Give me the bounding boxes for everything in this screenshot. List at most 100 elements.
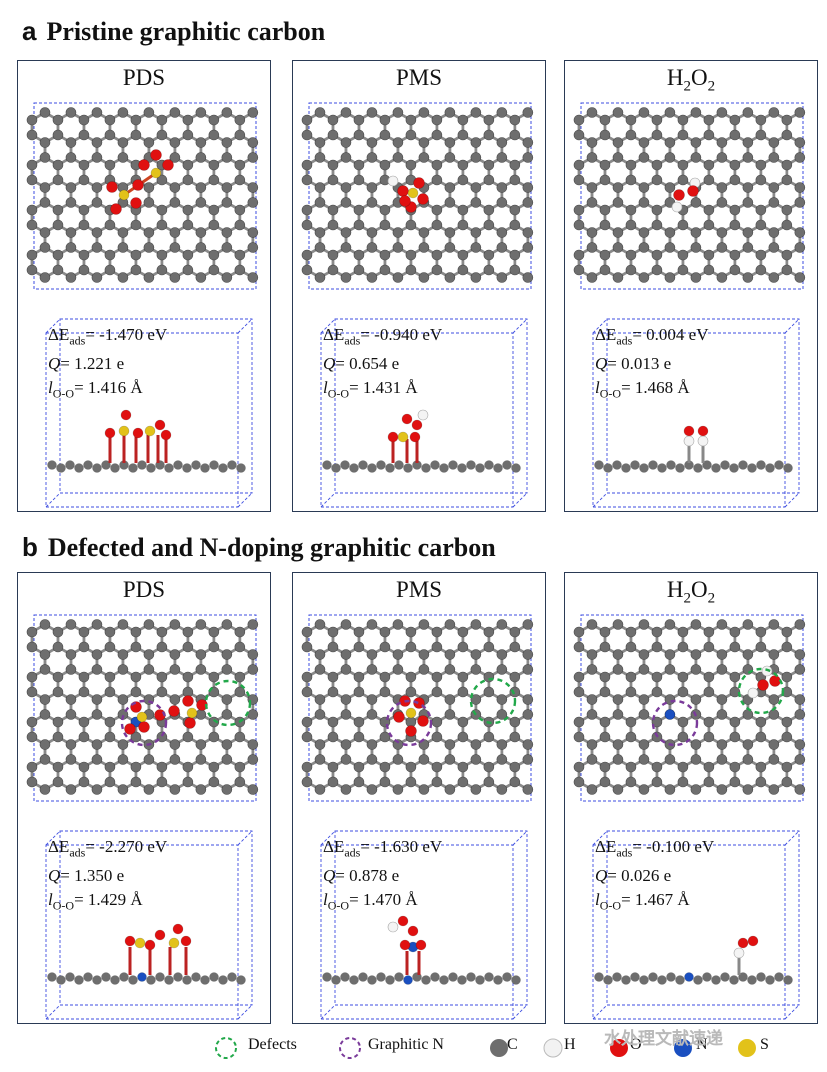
carbon-atom bbox=[234, 114, 246, 126]
carbon-atom bbox=[169, 107, 181, 118]
slab-atom bbox=[394, 972, 404, 982]
carbon-atom bbox=[651, 264, 663, 276]
carbon-atom bbox=[169, 784, 181, 795]
carbon-atom bbox=[470, 784, 482, 795]
carbon-atom bbox=[651, 776, 663, 788]
carbon-atom bbox=[340, 137, 352, 148]
h2o2b-adsorbate-top bbox=[747, 665, 781, 699]
carbon-atom bbox=[716, 694, 728, 705]
slab-atom bbox=[765, 463, 775, 473]
carbon-atom bbox=[314, 754, 326, 765]
carbon-atom bbox=[457, 204, 469, 216]
oxygen-atom bbox=[757, 679, 769, 691]
carbon-atom bbox=[703, 671, 715, 683]
carbon-atom bbox=[314, 182, 326, 193]
carbon-atom bbox=[392, 152, 404, 163]
carbon-atom bbox=[78, 731, 90, 743]
carbon-atom bbox=[156, 626, 168, 638]
slab-atom bbox=[502, 972, 512, 982]
carbon-atom bbox=[768, 197, 780, 208]
slab-atom bbox=[603, 463, 613, 473]
carbon-atom bbox=[612, 137, 624, 148]
carbon-atom bbox=[599, 129, 611, 141]
carbon-atom bbox=[379, 249, 391, 261]
carbon-atom bbox=[208, 671, 220, 683]
carbon-atom bbox=[418, 784, 430, 795]
carbon-atom bbox=[638, 137, 650, 148]
oxygen-atom bbox=[417, 193, 429, 205]
carbon-atom bbox=[612, 784, 624, 795]
carbon-atom bbox=[182, 671, 194, 683]
h2o2b-adsorbate-side bbox=[733, 935, 759, 975]
carbon-atom bbox=[143, 784, 155, 795]
carbon-atom bbox=[509, 159, 521, 171]
legend-s-label: S bbox=[760, 1036, 769, 1053]
carbon-atom bbox=[78, 249, 90, 261]
carbon-atom bbox=[65, 694, 77, 705]
carbon-atom bbox=[431, 204, 443, 216]
carbon-atom bbox=[573, 641, 585, 653]
carbon-atom bbox=[522, 107, 534, 118]
side-view-cell-box bbox=[320, 830, 528, 1020]
oxygen-atom bbox=[154, 929, 166, 941]
carbon-atom bbox=[496, 182, 508, 193]
carbon-atom bbox=[496, 709, 508, 720]
sulfur-atom-icon bbox=[738, 1039, 756, 1057]
carbon-atom bbox=[573, 671, 585, 683]
carbon-atom bbox=[340, 784, 352, 795]
carbon-atom bbox=[405, 641, 417, 653]
carbon-atom bbox=[625, 264, 637, 276]
carbon-atom bbox=[768, 619, 780, 630]
graphene-lattice bbox=[573, 619, 806, 795]
carbon-atom bbox=[496, 649, 508, 660]
carbon-atom bbox=[208, 776, 220, 788]
graphene-lattice bbox=[573, 107, 806, 283]
oxygen-atom bbox=[162, 159, 174, 171]
carbon-atom bbox=[664, 182, 676, 193]
carbon-atom bbox=[703, 626, 715, 638]
delta-e-row: ΔEads= -0.100 eV bbox=[595, 835, 714, 864]
carbon-atom bbox=[208, 731, 220, 743]
carbon-atom bbox=[247, 649, 259, 660]
carbon-atom bbox=[612, 272, 624, 283]
charge-symbol: Q bbox=[595, 866, 608, 886]
carbon-atom bbox=[169, 664, 181, 675]
charge-row: Q= 0.654 e bbox=[323, 352, 442, 376]
slab-atom bbox=[783, 463, 793, 473]
oxygen-atom bbox=[132, 179, 144, 191]
graphitic-n-legend-icon bbox=[339, 1037, 361, 1059]
carbon-atom bbox=[104, 249, 116, 261]
carbon-atom bbox=[677, 219, 689, 231]
slab-atom bbox=[594, 460, 604, 470]
charge-row: Q= 1.221 e bbox=[48, 352, 167, 376]
carbon-atom bbox=[340, 664, 352, 675]
equals-sign: = bbox=[335, 354, 350, 374]
oxygen-atom bbox=[154, 419, 166, 431]
carbon-atom bbox=[340, 182, 352, 193]
bond-length-subscript: O-O bbox=[52, 898, 75, 913]
defect-marker bbox=[204, 679, 252, 727]
oxygen-atom bbox=[168, 705, 180, 717]
carbon-atom bbox=[483, 641, 495, 653]
carbon-atom bbox=[353, 686, 365, 698]
carbon-atom bbox=[586, 754, 598, 765]
carbon-atom bbox=[496, 664, 508, 675]
carbon-atom bbox=[366, 649, 378, 660]
carbon-atom bbox=[612, 107, 624, 118]
delta-e-value: -1.630 eV bbox=[374, 837, 443, 856]
bond-length-subscript: O-O bbox=[599, 898, 622, 913]
carbon-atom bbox=[612, 619, 624, 630]
carbon-atom bbox=[234, 776, 246, 788]
carbon-atom bbox=[182, 761, 194, 773]
equals-sign: = bbox=[621, 890, 635, 910]
charge-symbol: Q bbox=[323, 354, 336, 374]
carbon-atom bbox=[405, 626, 417, 638]
carbon-atom bbox=[234, 641, 246, 653]
carbon-atom bbox=[52, 731, 64, 743]
carbon-atom bbox=[612, 709, 624, 720]
carbon-atom bbox=[586, 784, 598, 795]
graphitic-n-marker bbox=[385, 699, 433, 747]
